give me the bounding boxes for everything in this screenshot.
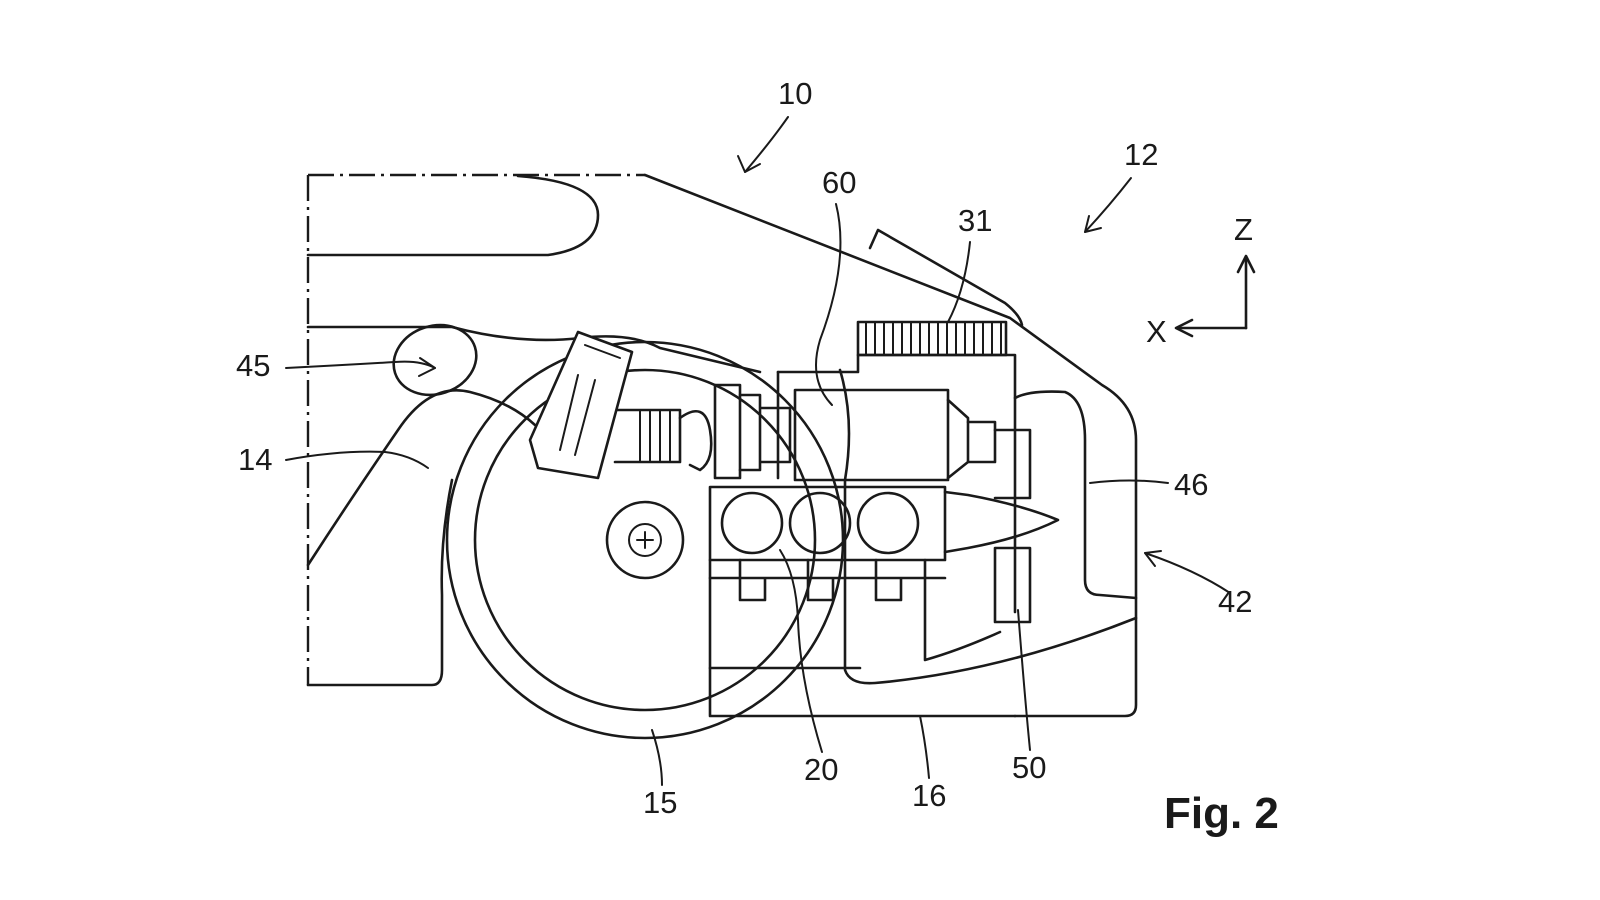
drive-unit-20 xyxy=(708,485,1060,718)
label-12: 12 xyxy=(1124,137,1158,172)
label-50: 50 xyxy=(1012,750,1046,785)
label-14: 14 xyxy=(238,442,272,477)
axis-indicator: Z X xyxy=(1146,212,1256,349)
label-31: 31 xyxy=(958,203,992,238)
label-15: 15 xyxy=(643,785,677,820)
axis-x-label: X xyxy=(1146,314,1167,349)
label-10: 10 xyxy=(778,76,812,111)
reference-numerals: 10 12 60 31 45 14 46 42 15 20 16 50 xyxy=(236,76,1252,820)
label-45: 45 xyxy=(236,348,270,383)
wheel xyxy=(445,340,845,740)
label-20: 20 xyxy=(804,752,838,787)
figure-caption: Fig. 2 xyxy=(1164,789,1279,838)
label-46: 46 xyxy=(1174,467,1208,502)
drive-housing-60 xyxy=(713,353,1017,614)
axis-z-label: Z xyxy=(1234,212,1253,247)
leader-lines xyxy=(285,116,1231,786)
vehicle-body-outline xyxy=(306,173,1138,718)
sensor-element-45 xyxy=(392,323,478,397)
pivot-arm xyxy=(528,330,713,480)
housing-wall-46 xyxy=(838,368,1138,685)
bracket-50 xyxy=(993,428,1032,624)
gear-rack-31 xyxy=(856,320,1008,357)
label-16: 16 xyxy=(912,778,946,813)
label-60: 60 xyxy=(822,165,856,200)
label-42: 42 xyxy=(1218,584,1252,619)
